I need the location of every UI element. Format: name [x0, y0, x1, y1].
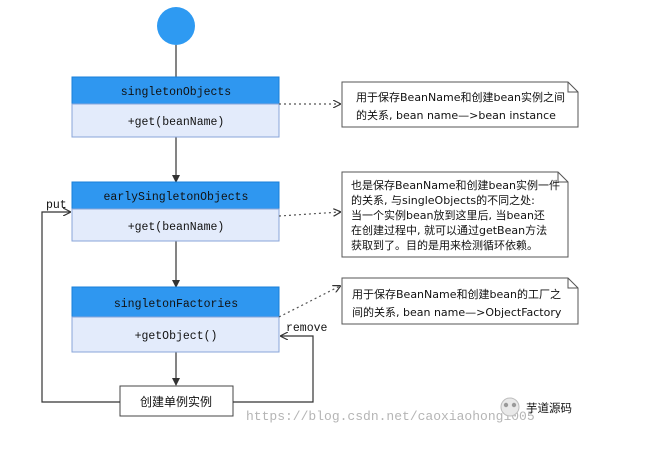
early-singleton-objects-header — [71, 181, 280, 210]
note1-line-1: 用于保存BeanName和创建bean实例之间 — [356, 90, 565, 104]
note2-line-4: 在创建过程中, 就可以通过getBean方法 — [351, 223, 547, 237]
note3-fold — [567, 278, 578, 289]
note2-connector — [278, 212, 340, 217]
singleton-objects-title: singletonObjects — [121, 86, 231, 99]
early-singleton-objects-title: earlySingletonObjects — [104, 191, 249, 204]
start-node — [157, 7, 195, 45]
watermark-url: https://blog.csdn.net/caoxiaohong1005 — [246, 409, 535, 424]
singleton-factories-title: singletonFactories — [114, 298, 238, 311]
edge-put-loop — [41, 212, 120, 403]
singleton-factories-node: singletonFactories +getObject() — [71, 286, 280, 353]
note3-line-1: 用于保存BeanName和创建bean的工厂之 — [352, 287, 561, 301]
wechat-icon-eye-left — [503, 402, 509, 408]
note3-connector — [278, 286, 340, 318]
note3-frame — [341, 277, 579, 325]
create-instance-label: 创建单例实例 — [140, 394, 212, 409]
note-early-singleton-objects: 也是保存BeanName和创建bean实例一件 的关系, 与singleObje… — [341, 171, 569, 258]
singleton-objects-method: +get(beanName) — [128, 116, 225, 129]
remove-label: remove — [286, 322, 328, 335]
watermark-brand: 芋道源码 — [526, 401, 572, 415]
early-singleton-objects-body — [71, 208, 280, 242]
early-singleton-objects-method: +get(beanName) — [128, 221, 225, 234]
note2-line-2: 的关系, 与singleObjects的不同之处: — [351, 193, 535, 207]
note2-frame — [341, 171, 569, 258]
create-instance-box — [119, 385, 234, 417]
singleton-factories-header — [71, 286, 280, 318]
create-instance-node: 创建单例实例 — [119, 385, 234, 417]
singleton-objects-body — [71, 103, 280, 138]
wechat-icon-eye-right — [511, 402, 517, 408]
wechat-badge: 芋道源码 — [500, 397, 572, 417]
note1-fold — [567, 82, 578, 93]
edge-remove-loop — [233, 336, 314, 403]
put-label: put — [46, 199, 67, 212]
singleton-objects-node: singletonObjects +get(beanName) — [71, 76, 280, 138]
note1-line-2: 的关系, bean name—>bean instance — [356, 108, 556, 122]
singleton-factories-body — [71, 316, 280, 353]
note-singleton-factories: 用于保存BeanName和创建bean的工厂之 间的关系, bean name—… — [341, 277, 579, 325]
note3-line-2: 间的关系, bean name—>ObjectFactory — [352, 305, 562, 319]
singleton-objects-header — [71, 76, 280, 105]
singleton-factories-method: +getObject() — [135, 330, 218, 343]
note2-line-3: 当一个实例bean放到这里后, 当bean还 — [351, 208, 545, 222]
early-singleton-objects-node: earlySingletonObjects +get(beanName) — [71, 181, 280, 242]
note2-line-1: 也是保存BeanName和创建bean实例一件 — [351, 178, 560, 192]
note2-fold — [557, 172, 568, 183]
note1-frame — [341, 81, 579, 128]
note2-line-5: 获取到了。目的是用来检测循环依赖。 — [351, 238, 538, 252]
wechat-icon — [500, 397, 520, 417]
note-singleton-objects: 用于保存BeanName和创建bean实例之间 的关系, bean name—>… — [341, 81, 579, 128]
